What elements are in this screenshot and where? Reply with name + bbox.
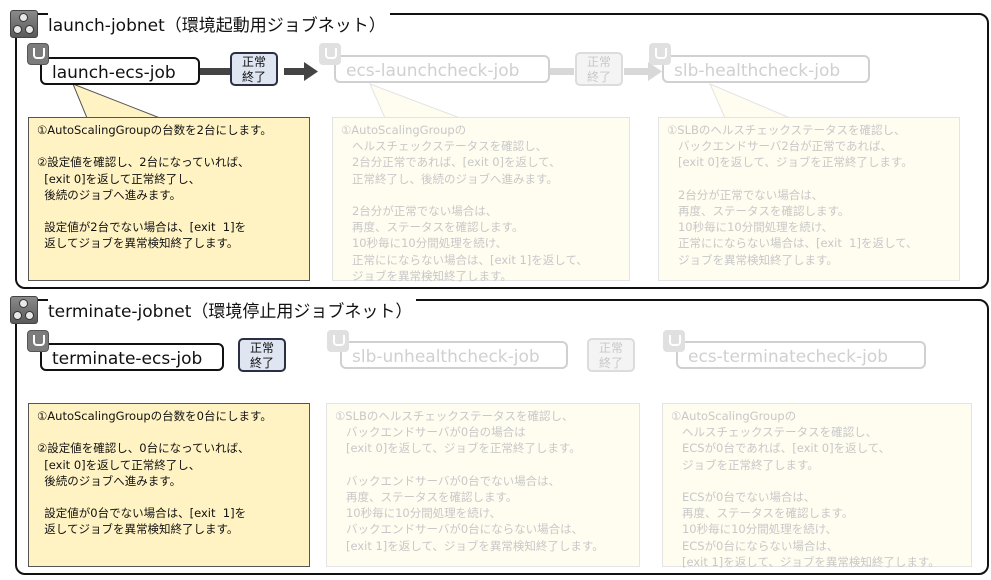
- note-terminate-ecs: ①AutoScalingGroupの台数を0台にします。 ②設定値を確認し、0台…: [28, 403, 310, 567]
- arrow-shaft: [624, 68, 650, 75]
- status-normal-end: 正常終了: [230, 52, 278, 86]
- note-ecs-terminatecheck: ①AutoScalingGroupの ヘルスチェックステータスを確認し、 ECS…: [662, 403, 972, 569]
- note-slb-unhealthcheck: ①SLBのヘルスチェックステータスを確認し、 バックエンドサーバが0台の場合は …: [326, 403, 640, 567]
- arrowhead: [648, 62, 662, 81]
- arrow-shaft: [200, 68, 230, 75]
- note-slb-healthcheck: ①SLBのヘルスチェックステータスを確認し、 バックエンドサーバ2台が正常であれ…: [658, 117, 960, 281]
- launch-jobnet-title: launch-jobnet（環境起動用ジョブネット）: [48, 11, 390, 36]
- callout-pointer: [709, 83, 791, 119]
- job-icon: [663, 330, 685, 352]
- job-terminate-ecs[interactable]: terminate-ecs-job: [40, 343, 224, 371]
- job-icon: [27, 43, 49, 65]
- arrow-shaft: [284, 68, 306, 75]
- arrow-shaft: [550, 68, 574, 75]
- note-ecs-launchcheck: ①AutoScalingGroupの ヘルスチェックステータスを確認し、 2台分…: [332, 117, 630, 283]
- job-launch-ecs[interactable]: launch-ecs-job: [40, 57, 200, 85]
- jobnet-icon: [10, 10, 38, 38]
- job-icon: [319, 43, 341, 65]
- status-normal-end: 正常終了: [575, 52, 623, 86]
- callout-pointer: [369, 83, 461, 119]
- callout-pointer: [72, 83, 161, 119]
- job-ecs-terminatecheck[interactable]: ecs-terminatecheck-job: [676, 341, 926, 369]
- job-ecs-launchcheck[interactable]: ecs-launchcheck-job: [334, 55, 550, 83]
- job-icon: [27, 330, 49, 352]
- note-launch-ecs: ①AutoScalingGroupの台数を2台にします。 ②設定値を確認し、2台…: [28, 117, 310, 281]
- terminate-jobnet-title: terminate-jobnet（環境停止用ジョブネット）: [48, 297, 417, 322]
- job-icon: [327, 330, 349, 352]
- job-icon: [649, 43, 671, 65]
- jobnet-icon: [10, 296, 38, 324]
- status-normal-end: 正常終了: [238, 338, 286, 372]
- arrowhead: [304, 62, 318, 81]
- job-slb-healthcheck[interactable]: slb-healthcheck-job: [662, 55, 870, 83]
- job-slb-unhealthcheck[interactable]: slb-unhealthcheck-job: [340, 341, 568, 369]
- status-normal-end: 正常終了: [587, 338, 635, 372]
